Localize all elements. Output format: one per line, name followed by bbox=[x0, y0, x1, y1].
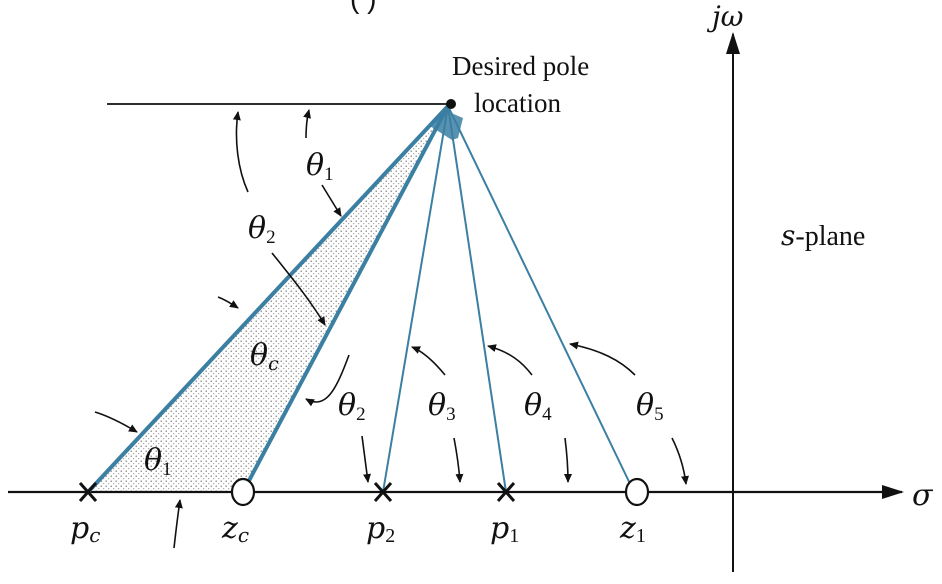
angle-label-thetac: θc bbox=[250, 338, 279, 375]
label-pc: pc bbox=[70, 511, 100, 547]
label-p2: p2 bbox=[366, 511, 395, 547]
imaginary-axis-label: jω bbox=[706, 0, 744, 33]
arc-theta1-bottom bbox=[94, 411, 138, 433]
arrow-theta2-bottom-lower bbox=[361, 435, 371, 483]
zero-marker-zc bbox=[230, 477, 256, 507]
arc-theta2-top-lower bbox=[271, 252, 326, 326]
tick-pc-line-upper bbox=[217, 296, 239, 309]
arrow-theta4-lower bbox=[563, 437, 572, 483]
zero-marker-z1 bbox=[624, 477, 650, 507]
arc-theta1-top-upper bbox=[303, 109, 311, 139]
angle-label-theta4: θ4 bbox=[524, 388, 552, 425]
pole-marker-p1 bbox=[496, 482, 516, 502]
label-z1: z1 bbox=[619, 511, 646, 547]
header-fragment: ( ) bbox=[350, 0, 376, 14]
pole-marker-pc bbox=[78, 482, 98, 502]
arrow-theta3-lower bbox=[453, 437, 464, 483]
label-zc: zc bbox=[221, 511, 249, 547]
desired-pole-label-line1: Desired pole bbox=[452, 51, 589, 81]
s-plane-label-rest: -plane bbox=[795, 221, 865, 252]
pole-marker-p2 bbox=[373, 482, 393, 502]
arc-theta2-bottom bbox=[305, 354, 350, 407]
s-plane-label: s-plane bbox=[781, 219, 865, 252]
real-axis-label: σ bbox=[912, 478, 934, 513]
line-from-zc bbox=[241, 105, 450, 493]
desired-pole-label-line2: location bbox=[474, 88, 561, 118]
converging-wedge bbox=[430, 110, 463, 140]
angle-label-theta1-bottom: θ1 bbox=[144, 443, 172, 480]
arrow-theta5-lower bbox=[671, 437, 689, 485]
desired-pole-point bbox=[446, 99, 456, 109]
arrow-theta1-bottom-lower bbox=[173, 499, 183, 549]
arc-theta3 bbox=[411, 346, 446, 376]
arc-theta5 bbox=[569, 341, 636, 376]
line-from-p1 bbox=[447, 105, 507, 493]
line-from-p2 bbox=[382, 105, 449, 493]
angle-label-theta1-top: θ1 bbox=[306, 148, 334, 185]
line-from-z1 bbox=[447, 105, 635, 493]
arc-theta1-top-lower bbox=[321, 184, 342, 217]
line-from-pc bbox=[86, 104, 450, 494]
angle-label-theta2-bottom: θ2 bbox=[338, 388, 366, 425]
arc-theta2-top-upper bbox=[232, 111, 249, 193]
label-p1: p1 bbox=[490, 511, 519, 547]
angle-label-theta5: θ5 bbox=[636, 388, 664, 425]
angle-label-theta2-top: θ2 bbox=[248, 211, 276, 248]
angle-label-theta3: θ3 bbox=[428, 388, 456, 425]
arc-theta4 bbox=[487, 344, 533, 376]
